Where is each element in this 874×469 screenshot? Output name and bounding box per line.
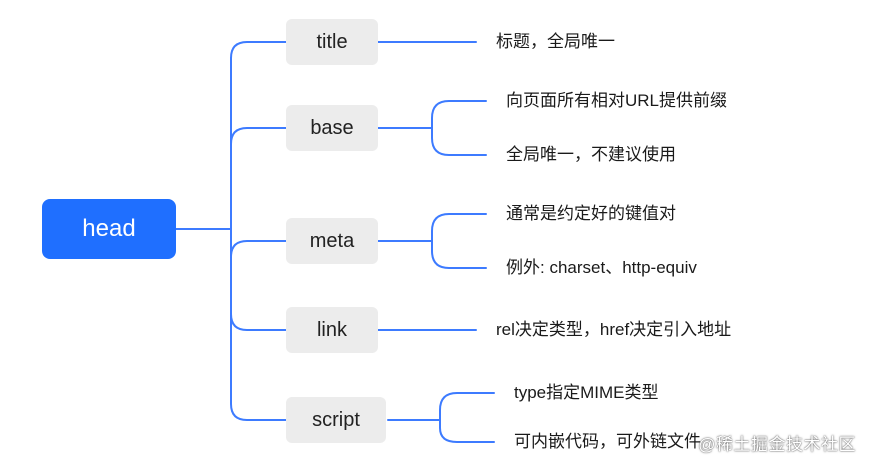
connector-script-leaf-1	[439, 392, 495, 421]
connector-base	[230, 127, 287, 145]
node-link-label: link	[316, 318, 347, 341]
watermark-text: @稀土掘金技术社区	[698, 435, 856, 454]
connector-meta	[230, 240, 287, 258]
leaf-meta-1: 通常是约定好的键值对	[506, 204, 676, 223]
leaf-script-1: type指定MIME类型	[514, 383, 659, 402]
node-meta: meta	[286, 218, 378, 264]
node-meta-label: meta	[309, 229, 355, 252]
connector-meta-leaf-2	[431, 240, 487, 269]
node-title: title	[286, 19, 378, 65]
leaf-base-2: 全局唯一，不建议使用	[506, 145, 676, 164]
root-node-head: head	[42, 199, 176, 259]
leaf-meta-2: 例外: charset、http-equiv	[506, 258, 697, 277]
watermark: @稀土掘金技术社区	[698, 430, 856, 455]
leaf-link-1: rel决定类型，href决定引入地址	[496, 320, 732, 339]
connector-script-leaf-2	[439, 419, 495, 443]
leaf-title-1: 标题，全局唯一	[496, 32, 615, 51]
connector-trunk-lower	[230, 57, 287, 421]
connector-base-leaf-1	[431, 100, 487, 129]
leaf-script-2: 可内嵌代码，可外链文件	[514, 432, 701, 451]
node-base-label: base	[310, 116, 354, 139]
connector-meta-leaf-1	[431, 213, 487, 242]
node-script-label: script	[312, 408, 360, 431]
root-node-label: head	[82, 215, 136, 242]
connector-link	[230, 313, 287, 331]
node-script: script	[286, 397, 386, 443]
connector-trunk	[230, 41, 287, 59]
node-link: link	[286, 307, 378, 353]
node-title-label: title	[316, 30, 348, 53]
connector-base-leaf-2	[431, 127, 487, 156]
leaf-base-1: 向页面所有相对URL提供前缀	[506, 91, 728, 110]
node-base: base	[286, 105, 378, 151]
